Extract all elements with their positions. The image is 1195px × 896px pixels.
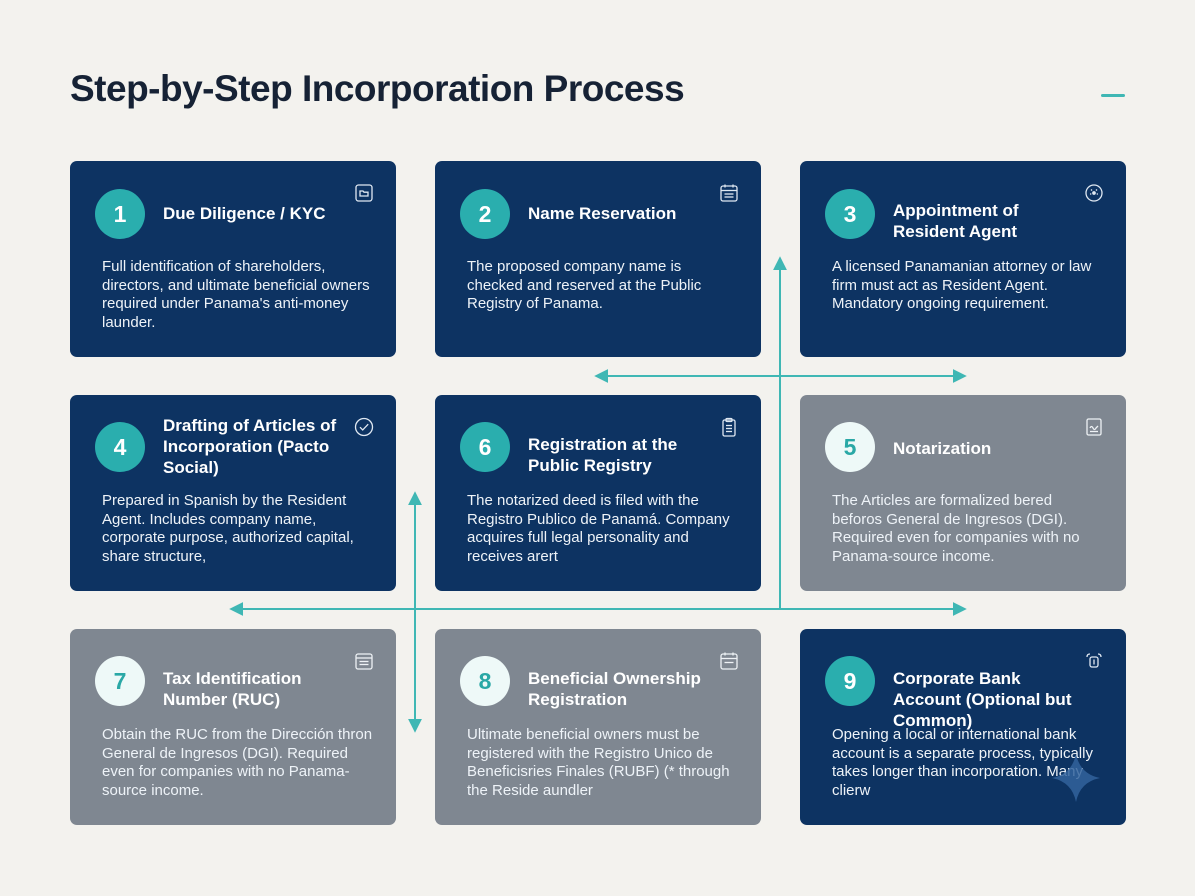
step-title: Tax Identification Number (RUC) — [163, 669, 302, 709]
step-title: Corporate Bank Account (Optional but Com… — [893, 669, 1072, 730]
stamp-icon — [1085, 184, 1103, 202]
clipboard-icon — [722, 417, 736, 437]
step-number: 2 — [460, 189, 510, 239]
step-title: Name Reservation — [528, 204, 677, 223]
step-description: The notarized deed is filed with the Reg… — [467, 492, 730, 565]
step-card-3: 3 Appointment of Resident Agent A licens… — [800, 161, 1126, 357]
step-card-6: 6 Registration at the Public Registry Th… — [435, 395, 761, 591]
step-title: Due Diligence / KYC — [163, 204, 326, 223]
step-number: 1 — [95, 189, 145, 239]
page-title: Step-by-Step Incorporation Process — [70, 68, 685, 109]
step-description: Full identification of shareholders, dir… — [102, 258, 370, 331]
step-number: 4 — [95, 422, 145, 472]
step-number: 8 — [460, 656, 510, 706]
step-description: Prepared in Spanish by the Resident Agen… — [102, 492, 354, 565]
step-title: Drafting of Articles of Incorporation (P… — [163, 416, 337, 477]
step-description: Ultimate beneficial owners must be regis… — [467, 726, 730, 799]
step-card-2: 2 Name Reservation The proposed company … — [435, 161, 761, 357]
step-description: A licensed Panamanian attorney or law fi… — [832, 258, 1092, 312]
bank-icon — [1086, 653, 1102, 668]
step-number: 9 — [825, 656, 875, 706]
signed-document-icon — [1086, 418, 1102, 436]
step-title: Notarization — [893, 439, 992, 458]
step-description: Obtain the RUC from the Dirección thron … — [102, 726, 373, 799]
calendar-icon — [720, 184, 738, 202]
step-card-5: 5 Notarization The Articles are formaliz… — [800, 395, 1126, 591]
step-title: Registration at the Public Registry — [528, 435, 678, 475]
step-card-7: 7 Tax Identification Number (RUC) Obtain… — [70, 629, 396, 825]
sparkle-icon — [1052, 754, 1100, 802]
decorative-dash — [1101, 94, 1125, 97]
step-card-4: 4 Drafting of Articles of Incorporation … — [70, 395, 396, 591]
step-description: The Articles are formalized bered beforo… — [832, 492, 1080, 565]
step-description: The proposed company name is checked and… — [467, 258, 702, 312]
document-list-icon — [355, 653, 373, 670]
step-number: 5 — [825, 422, 875, 472]
step-card-9: 9 Corporate Bank Account (Optional but C… — [800, 629, 1126, 825]
calendar-icon — [720, 652, 738, 670]
step-number: 3 — [825, 189, 875, 239]
check-circle-icon — [354, 417, 374, 437]
step-title: Beneficial Ownership Registration — [528, 669, 701, 709]
step-description: Opening a local or international bank ac… — [832, 726, 1093, 799]
step-number: 6 — [460, 422, 510, 472]
step-title: Appointment of Resident Agent — [893, 201, 1019, 241]
step-card-1: 1 Due Diligence / KYC Full identificatio… — [70, 161, 396, 357]
step-number: 7 — [95, 656, 145, 706]
step-card-8: 8 Beneficial Ownership Registration Ulti… — [435, 629, 761, 825]
folder-icon — [355, 184, 373, 202]
